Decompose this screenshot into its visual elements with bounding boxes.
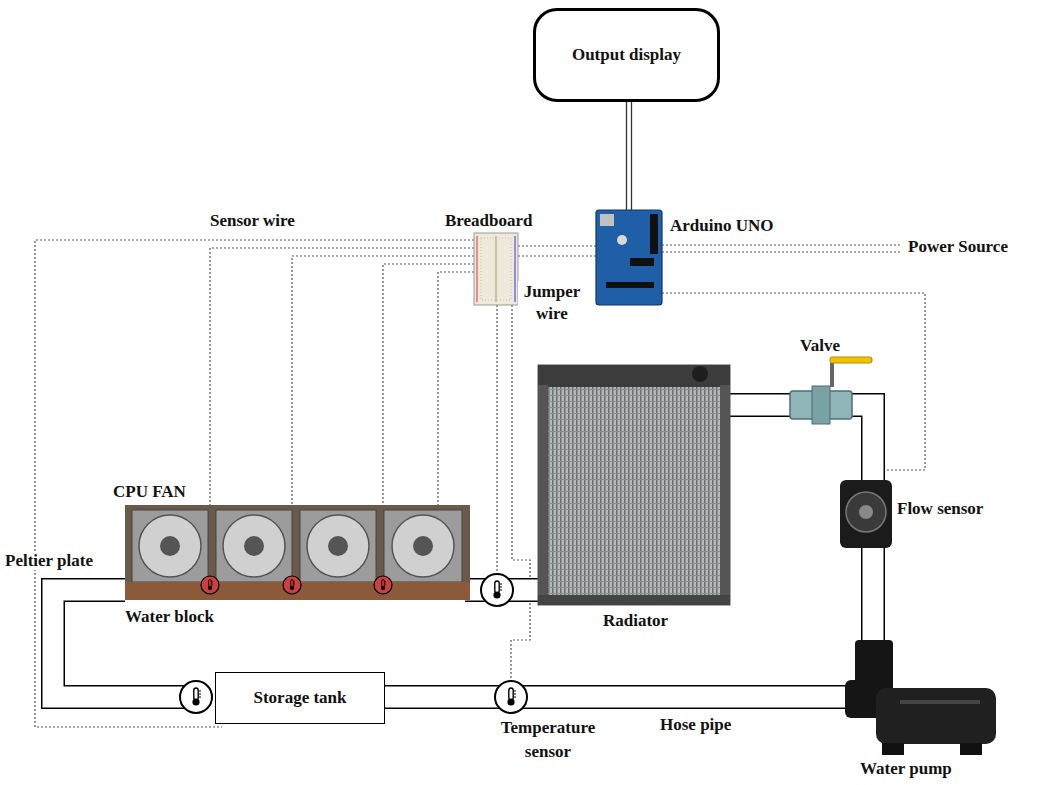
arduino-board-photo: [600, 214, 614, 226]
radiator-photo: [538, 365, 730, 605]
radiator-photo: [538, 595, 730, 605]
flow-sensor-symbol: [840, 480, 892, 548]
valve-symbol: [830, 357, 872, 363]
cpu-fan-photo: [307, 515, 369, 577]
node-text: Storage tank: [253, 688, 346, 708]
temperature-sensor-symbol: [192, 688, 201, 706]
cable-line: [631, 102, 632, 210]
hose-pipe: [380, 687, 850, 708]
cpu-fan-photo: [328, 536, 348, 556]
sensor-wire: [210, 248, 474, 576]
cpu-fan-photo: [413, 536, 433, 556]
radiator-photo: [692, 366, 708, 382]
part-label: Water block: [123, 608, 216, 626]
sensor-wire: [511, 305, 530, 681]
water-pump-photo: [845, 640, 996, 755]
hose-pipe: [53, 405, 873, 697]
sensor-wire: [496, 305, 497, 573]
arduino-board-photo: [630, 258, 654, 266]
breadboard-photo: [477, 236, 478, 302]
water-pump-photo: [876, 688, 996, 744]
display-cable: [627, 102, 632, 210]
cpu-fan-photo: [223, 515, 285, 577]
sensor-wire: [438, 272, 474, 505]
cpu-fan-photo: [132, 510, 208, 582]
water-pump-photo: [900, 700, 980, 704]
breadboard-photo: [474, 233, 518, 305]
fan-temperature-sensor: [290, 580, 295, 591]
node-text: Arduino UNO: [668, 216, 775, 236]
part-label: Water pump: [858, 760, 954, 778]
radiator-photo: [538, 365, 730, 387]
radiator-photo: [720, 385, 730, 605]
arduino-board-photo: [596, 210, 662, 305]
cpu-fan-photo: [216, 510, 292, 582]
part-label: Valve: [798, 337, 842, 355]
temperature-sensor-symbol: [495, 681, 527, 713]
sensor-wire: [35, 240, 925, 727]
valve-symbol: [830, 363, 834, 387]
part-label: Jumper wire: [518, 281, 586, 325]
flow-sensor-symbol: [859, 505, 873, 519]
water-pump-photo: [960, 743, 982, 755]
part-label: Power Source: [906, 238, 1010, 256]
part-label: Flow sensor: [895, 500, 985, 518]
hose-pipe: [53, 590, 190, 697]
fan-temperature-sensor: [381, 580, 386, 591]
hose-pipe: [53, 590, 190, 697]
water-pump-photo: [882, 743, 904, 755]
part-label: Radiator: [601, 612, 670, 630]
storage-tank-box: Storage tank: [215, 672, 385, 724]
display-box: Output display: [533, 8, 720, 102]
arduino-board-photo: [650, 214, 658, 254]
part-label: CPU FAN: [111, 483, 188, 501]
fan-temperature-sensor: [374, 576, 392, 594]
valve-symbol: [790, 357, 872, 424]
fan-temperature-sensor: [201, 576, 219, 594]
sensor-wire: [518, 245, 596, 246]
cpu-fan-photo: [125, 505, 470, 600]
arduino-board-photo: [617, 235, 627, 245]
cpu-fan-photo: [160, 536, 180, 556]
cpu-fan-photo: [125, 505, 470, 600]
temperature-sensor-symbol: [180, 681, 212, 713]
cpu-fan-photo: [244, 536, 264, 556]
part-label: Breadboard: [443, 212, 535, 230]
flow-sensor-symbol: [846, 492, 886, 532]
part-label: Peltier plate: [3, 552, 95, 570]
breadboard-photo: [515, 236, 516, 302]
temperature-sensor-symbol: [507, 688, 516, 706]
part-label: Temperature sensor: [490, 716, 606, 764]
valve-symbol: [812, 386, 830, 424]
cpu-fan-photo: [384, 510, 462, 582]
breadboard-photo: [495, 236, 497, 302]
arduino-board-photo: [596, 210, 662, 305]
fan-temperature-sensor: [201, 576, 392, 594]
sensor-wire: [662, 251, 900, 252]
temperature-sensor-symbol: [481, 574, 513, 606]
cpu-fan-photo: [392, 515, 454, 577]
fan-temperature-sensor: [208, 580, 213, 591]
fan-temperature-sensor: [283, 576, 301, 594]
flow-sensor-symbol: [840, 480, 892, 548]
node-text: Output display: [572, 45, 681, 65]
hose-pipe: [380, 685, 850, 709]
sensor-wire: [662, 244, 900, 245]
sensor-wire: [518, 255, 596, 256]
breadboard-photo: [474, 233, 518, 305]
cpu-fan-photo: [139, 515, 201, 577]
radiator-photo: [538, 385, 548, 605]
radiator-photo: [538, 365, 730, 605]
arduino-board-photo: [606, 282, 654, 288]
part-label: Sensor wire: [208, 212, 297, 230]
arduino-board: Arduino UNO: [596, 210, 662, 305]
sensor-wire: [35, 240, 474, 727]
temperature-sensor-symbol: [493, 581, 502, 599]
cable-line: [626, 102, 627, 210]
cpu-fan-photo: [300, 510, 376, 582]
part-label: Hose pipe: [658, 716, 733, 734]
